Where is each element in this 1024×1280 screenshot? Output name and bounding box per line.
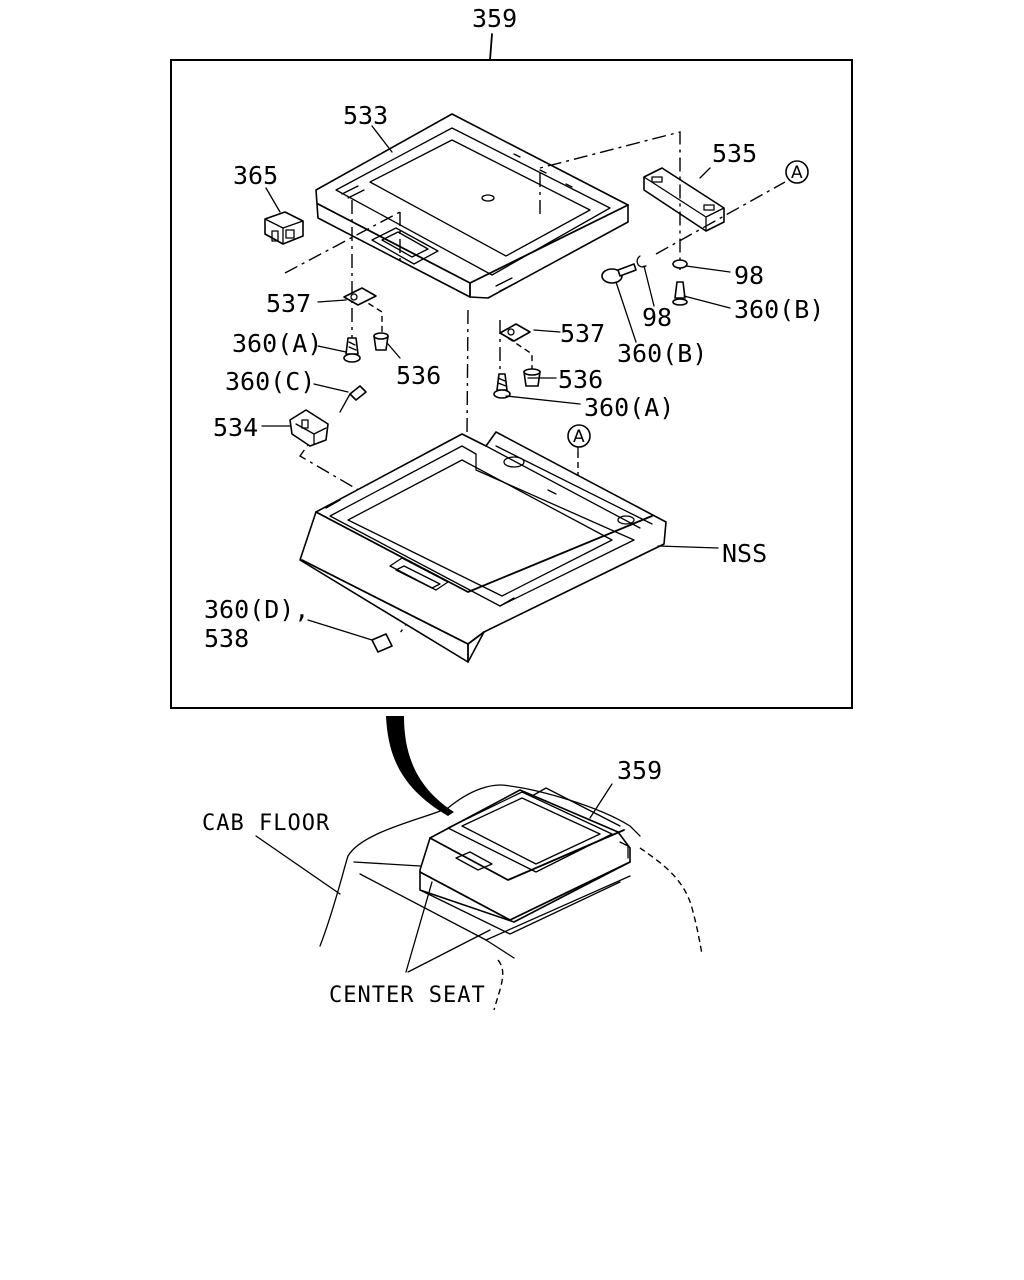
cab-overview bbox=[319, 784, 703, 1011]
part-98-right-clip bbox=[672, 259, 688, 269]
reference-a-lower: A bbox=[567, 424, 591, 448]
cab-floor-label: CAB FLOOR bbox=[202, 811, 330, 836]
part-535-bracket bbox=[643, 167, 725, 232]
alignment-line-365 bbox=[284, 211, 401, 274]
svg-text:A: A bbox=[573, 427, 585, 447]
label-535: 535 bbox=[712, 139, 757, 168]
part-360b-right-screw bbox=[672, 281, 688, 306]
label-98-mid: 98 bbox=[642, 303, 672, 332]
label-536-left: 536 bbox=[396, 361, 441, 390]
base-tray-nss bbox=[299, 431, 667, 663]
part-360a-left-screw bbox=[343, 337, 361, 363]
assembly-number-bottom: 359 bbox=[617, 756, 662, 785]
detail-pointer-arrow bbox=[386, 716, 454, 816]
alignment-line-98 bbox=[655, 181, 786, 255]
part-534-latch bbox=[289, 409, 329, 447]
part-537-left-hinge bbox=[343, 287, 377, 306]
label-536-right: 536 bbox=[558, 365, 603, 394]
label-360c: 360(C) bbox=[225, 367, 315, 396]
label-360a-right: 360(A) bbox=[584, 393, 674, 422]
label-360a-left: 360(A) bbox=[232, 329, 322, 358]
label-533: 533 bbox=[343, 101, 388, 130]
label-360b-mid: 360(B) bbox=[617, 339, 707, 368]
part-365-connector bbox=[264, 211, 304, 245]
alignment-line-536-right bbox=[507, 337, 533, 372]
detail-frame bbox=[170, 59, 853, 709]
label-98-right: 98 bbox=[734, 261, 764, 290]
label-537-left: 537 bbox=[266, 289, 311, 318]
svg-text:A: A bbox=[791, 163, 803, 183]
lid-part-533 bbox=[315, 113, 629, 299]
part-536-right-bumper bbox=[523, 368, 541, 387]
part-360c-screw bbox=[339, 385, 367, 413]
reference-a-top: A bbox=[785, 160, 809, 184]
alignment-line-lid-bracket bbox=[539, 131, 681, 270]
label-360b-right: 360(B) bbox=[734, 295, 824, 324]
part-360b-mid-screw bbox=[601, 263, 637, 284]
center-seat-label: CENTER SEAT bbox=[329, 983, 486, 1008]
label-365: 365 bbox=[233, 161, 278, 190]
label-534: 534 bbox=[213, 413, 258, 442]
part-98-mid-clip bbox=[636, 255, 647, 268]
label-360d: 360(D), bbox=[204, 595, 309, 624]
part-360d-538-clip bbox=[371, 633, 393, 653]
part-536-left-bumper bbox=[373, 332, 389, 351]
part-537-right-hinge bbox=[499, 323, 531, 342]
assembly-number-top: 359 bbox=[472, 4, 517, 33]
label-537-right: 537 bbox=[560, 319, 605, 348]
part-360a-right-screw bbox=[493, 373, 511, 399]
label-nss: NSS bbox=[722, 539, 767, 568]
label-538: 538 bbox=[204, 624, 249, 653]
